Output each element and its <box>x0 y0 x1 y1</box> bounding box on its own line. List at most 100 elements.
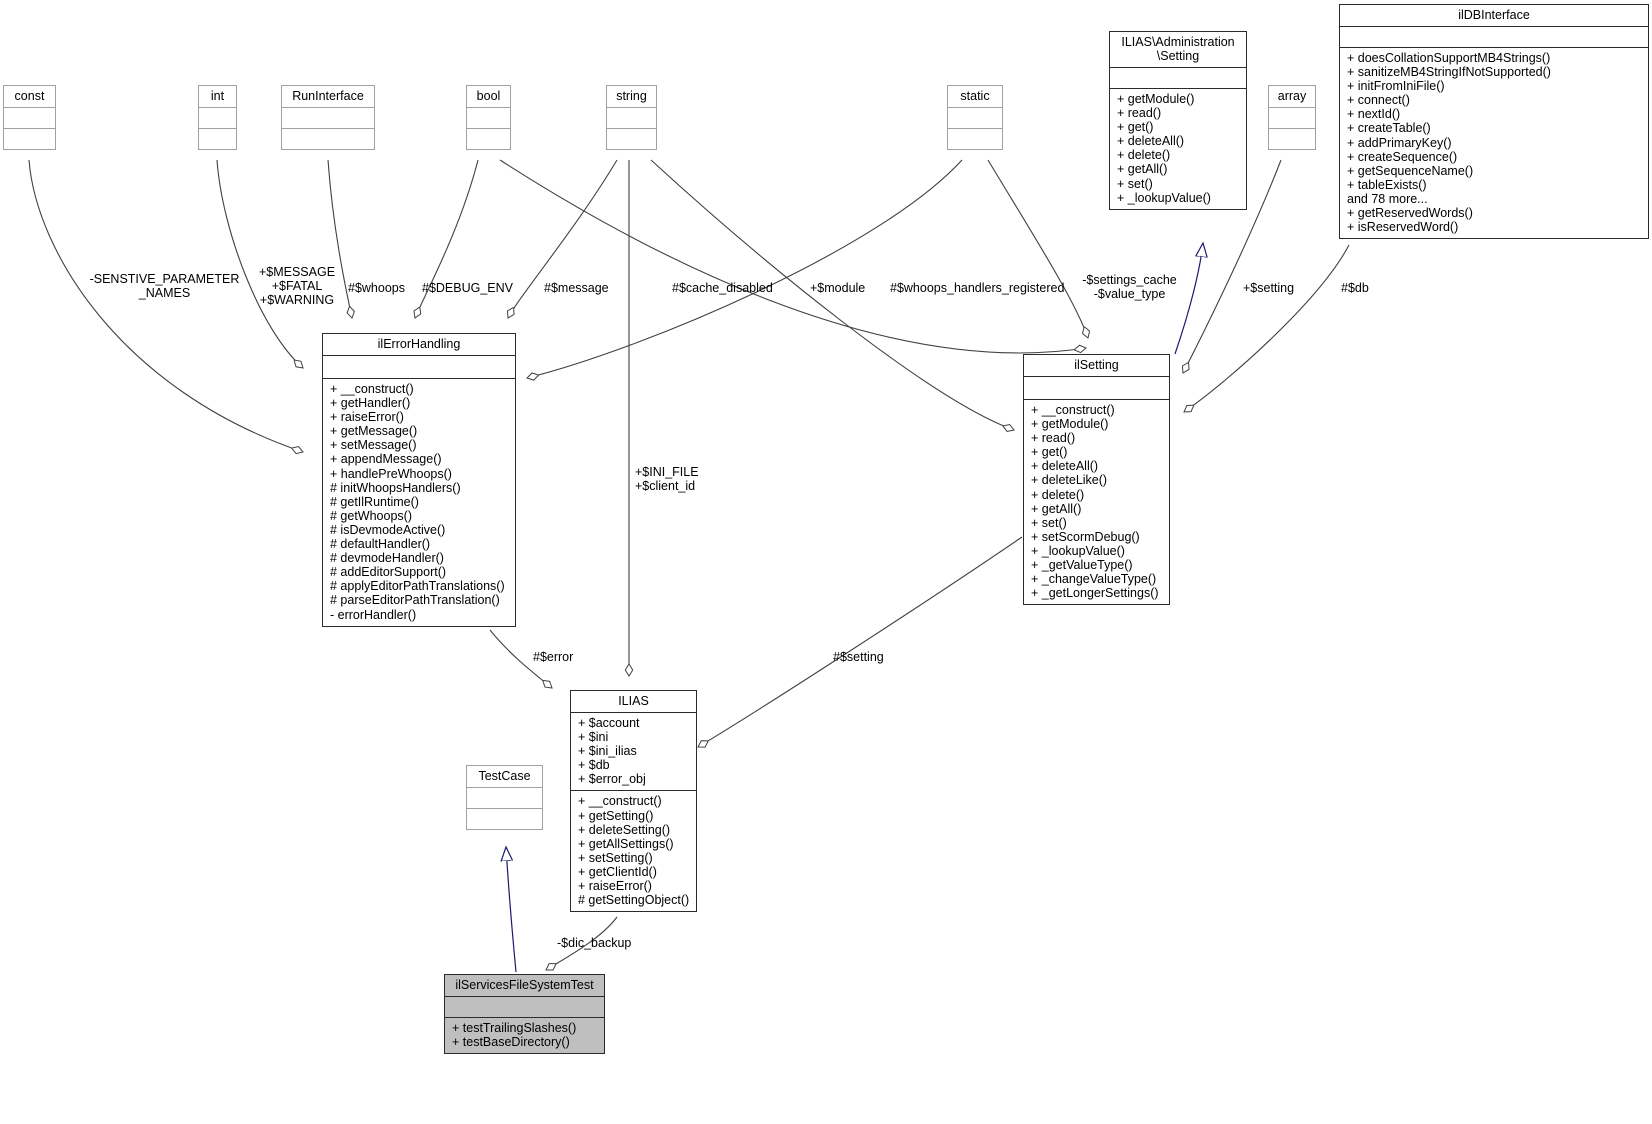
method-item: + handlePreWhoops() <box>330 466 452 481</box>
method-item: + addPrimaryKey() <box>1347 135 1452 150</box>
class-methods-compartment: + __construct() + getModule() + read() +… <box>1024 399 1169 604</box>
method-item: + __construct() <box>578 794 662 809</box>
attribute-item: + $ini_ilias <box>578 744 637 759</box>
class-box-int[interactable]: int <box>198 85 237 150</box>
edge-label-setting-mid: #$setting <box>833 650 884 664</box>
method-item: + getModule() <box>1031 417 1109 432</box>
aggregation-edges <box>28 159 1350 970</box>
method-item: # devmodeHandler() <box>330 551 444 566</box>
method-item: + deleteSetting() <box>578 822 671 837</box>
method-item: + getHandler() <box>330 396 411 411</box>
class-attributes-compartment <box>607 107 656 128</box>
class-title: ilSetting <box>1074 358 1119 372</box>
class-attributes-compartment <box>1024 376 1169 399</box>
class-title: RunInterface <box>292 89 364 103</box>
class-box-ilsetting[interactable]: ilSetting + __construct() + getModule() … <box>1023 354 1170 606</box>
class-box-array[interactable]: array <box>1268 85 1316 150</box>
class-box-ildbinterface[interactable]: ilDBInterface + doesCollationSupportMB4S… <box>1339 4 1649 240</box>
class-box-testcase[interactable]: TestCase <box>466 765 543 830</box>
method-item: + tableExists() <box>1347 177 1427 192</box>
edge-label-whoops: #$whoops <box>348 281 405 295</box>
class-attributes-compartment <box>282 107 374 128</box>
edge-label-cache-disabled: #$cache_disabled <box>672 281 773 295</box>
method-item: + _getValueType() <box>1031 558 1133 573</box>
method-item: and 78 more... <box>1347 191 1428 206</box>
class-attributes-compartment: + $account + $ini + $ini_ilias + $db + $… <box>571 712 696 790</box>
class-title: ilServicesFileSystemTest <box>455 978 594 992</box>
method-item: + set() <box>1031 515 1067 530</box>
method-item: + isReservedWord() <box>1347 220 1459 235</box>
class-methods-compartment <box>607 128 656 149</box>
edge-label-settings-cache-value-type: -$settings_cache -$value_type <box>1082 273 1177 302</box>
method-item: + setScormDebug() <box>1031 529 1140 544</box>
edge-label-message-fatal-warning: +$MESSAGE +$FATAL +$WARNING <box>258 265 336 308</box>
method-item: # initWhoopsHandlers() <box>330 480 461 495</box>
class-methods-compartment <box>467 128 510 149</box>
class-box-static[interactable]: static <box>947 85 1003 150</box>
method-item: # isDevmodeActive() <box>330 522 446 537</box>
edge-label-error: #$error <box>533 650 574 664</box>
method-item: + deleteLike() <box>1031 473 1108 488</box>
method-item: + _changeValueType() <box>1031 572 1157 587</box>
method-item: + getMessage() <box>330 424 418 439</box>
method-item: + testBaseDirectory() <box>452 1035 570 1050</box>
class-box-string[interactable]: string <box>606 85 657 150</box>
method-item: + get() <box>1117 120 1154 135</box>
method-item: # defaultHandler() <box>330 537 431 552</box>
method-item: # getWhoops() <box>330 508 412 523</box>
class-attributes-compartment <box>467 787 542 808</box>
method-item: + get() <box>1031 445 1068 460</box>
class-title: ilDBInterface <box>1458 8 1530 22</box>
method-item: + deleteAll() <box>1031 459 1099 474</box>
method-item: + getReservedWords() <box>1347 206 1473 221</box>
method-item: + delete() <box>1031 487 1085 502</box>
class-box-runinterface[interactable]: RunInterface <box>281 85 375 150</box>
class-title: TestCase <box>478 769 531 783</box>
method-item: + delete() <box>1117 148 1171 163</box>
class-box-ilservicesfilesystemtest[interactable]: ilServicesFileSystemTest + testTrailingS… <box>444 974 605 1055</box>
method-item: + getSetting() <box>578 808 654 823</box>
method-item: + getClientId() <box>578 864 657 879</box>
method-item: + getModule() <box>1117 92 1195 106</box>
class-methods-compartment: + getModule() + read() + get() + deleteA… <box>1110 88 1246 209</box>
method-item: + read() <box>1031 431 1076 446</box>
method-item: + read() <box>1117 106 1162 121</box>
class-box-ilerrorhandling[interactable]: ilErrorHandling + __construct() + getHan… <box>322 333 516 627</box>
method-item: + _lookupValue() <box>1117 190 1211 205</box>
method-item: + __construct() <box>330 382 414 396</box>
method-item: + nextId() <box>1347 107 1401 122</box>
method-item: + getSequenceName() <box>1347 163 1474 178</box>
method-item: + _lookupValue() <box>1031 543 1125 558</box>
edge-label-debug-env: #$DEBUG_ENV <box>422 281 514 295</box>
edge-label-message: #$message <box>544 281 609 295</box>
class-title: int <box>210 89 225 103</box>
method-item: + initFromIniFile() <box>1347 79 1445 94</box>
class-methods-compartment <box>467 808 542 829</box>
class-attributes-compartment <box>1110 67 1246 88</box>
class-attributes-compartment <box>323 355 515 378</box>
method-item: + setMessage() <box>330 438 417 453</box>
class-box-const[interactable]: const <box>3 85 56 150</box>
class-attributes-compartment <box>948 107 1002 128</box>
method-item: # getIlRuntime() <box>330 494 419 509</box>
class-methods-compartment <box>4 128 55 149</box>
class-title: static <box>960 89 990 103</box>
class-box-ilias-administration-setting[interactable]: ILIAS\Administration \Setting + getModul… <box>1109 31 1247 210</box>
method-item: # applyEditorPathTranslations() <box>330 579 505 594</box>
attribute-item: + $account <box>578 716 640 730</box>
edge-label-setting-top: +$setting <box>1243 281 1295 295</box>
class-methods-compartment <box>1269 128 1315 149</box>
method-item: + createSequence() <box>1347 149 1458 164</box>
method-item: + appendMessage() <box>330 452 442 467</box>
method-item: + sanitizeMB4StringIfNotSupported() <box>1347 65 1551 80</box>
class-title: ILIAS\Administration \Setting <box>1121 35 1235 63</box>
class-box-bool[interactable]: bool <box>466 85 511 150</box>
method-item: + createTable() <box>1347 121 1431 136</box>
class-box-ilias[interactable]: ILIAS + $account + $ini + $ini_ilias + $… <box>570 690 697 913</box>
method-item: + doesCollationSupportMB4Strings() <box>1347 51 1551 65</box>
method-item: + getAllSettings() <box>578 836 674 851</box>
attribute-item: + $db <box>578 758 610 773</box>
method-item: + deleteAll() <box>1117 134 1185 149</box>
edge-label-module: +$module <box>810 281 866 295</box>
method-item: + connect() <box>1347 93 1410 108</box>
